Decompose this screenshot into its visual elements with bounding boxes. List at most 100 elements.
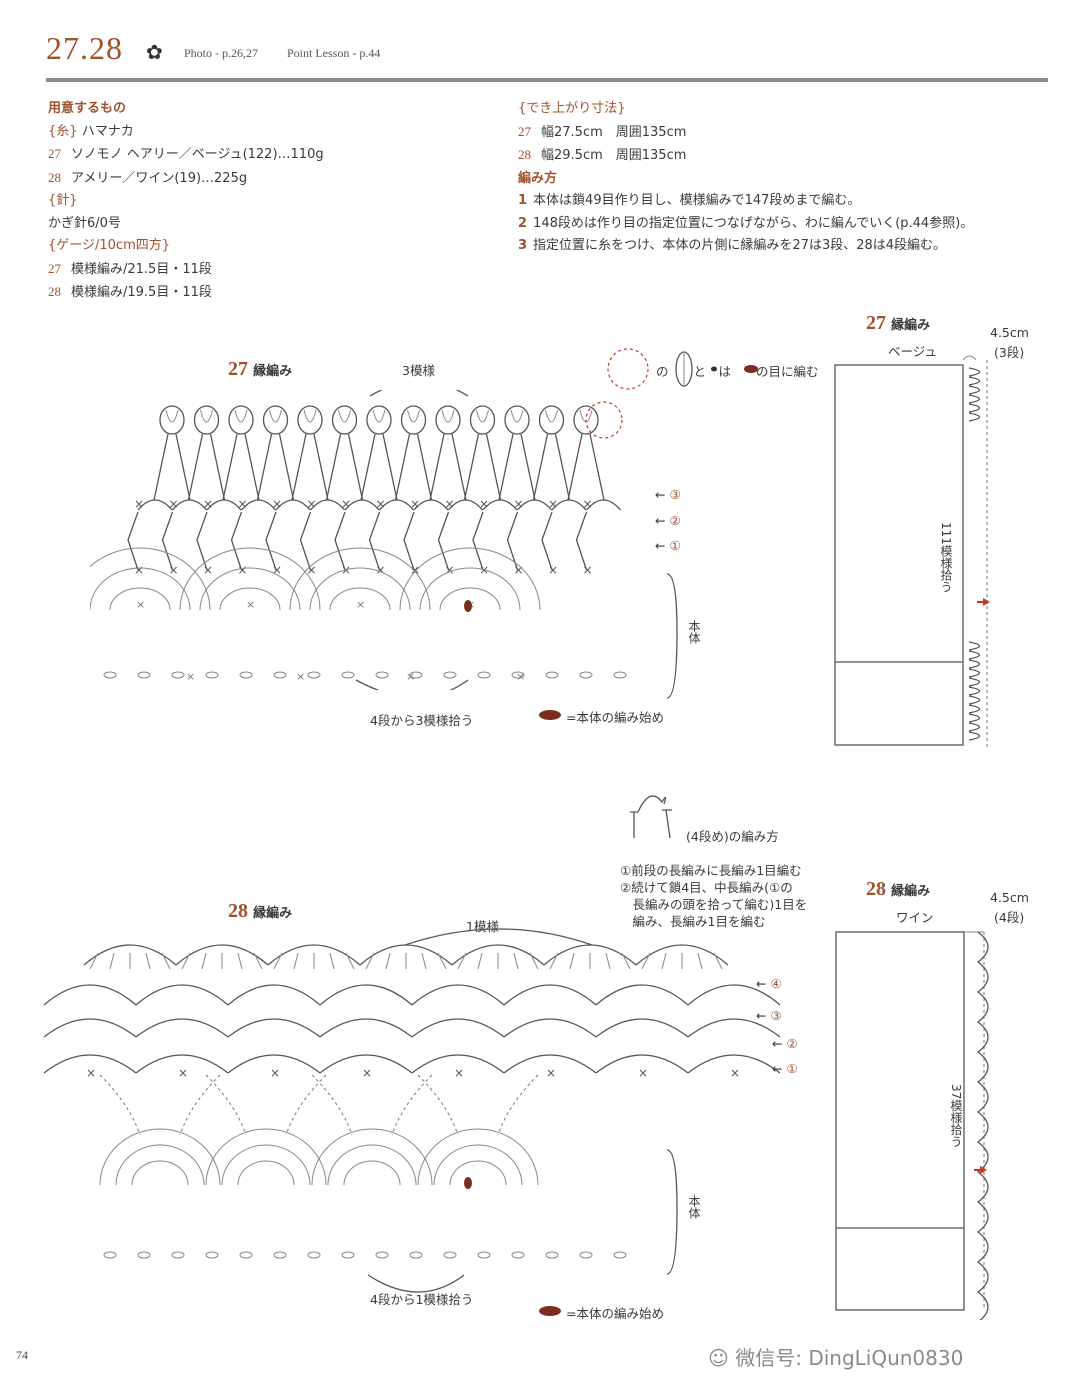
- side27-pickup: 111模様拾う: [939, 522, 953, 593]
- header-rule: [46, 78, 1048, 82]
- chart28-method-icon: [630, 795, 672, 839]
- chart27-legend-graphic: [607, 348, 758, 390]
- photo-ref: Photo - p.26,27: [184, 46, 259, 60]
- materials-heading: 用意するもの: [48, 101, 127, 116]
- svg-text:×: ×: [362, 1066, 372, 1080]
- svg-text:×: ×: [583, 563, 593, 577]
- svg-text:×: ×: [246, 598, 255, 611]
- wechat-icon: ☺: [708, 1346, 729, 1370]
- page-number: 74: [16, 1348, 28, 1362]
- chart28-method-steps: ①前段の長編みに長編み1目編む ②続けて鎖4目、中長編み(①の 長編みの頭を拾っ…: [620, 863, 808, 929]
- side27-rows: (3段): [994, 345, 1025, 360]
- pattern-numbers: 27.28: [46, 30, 123, 66]
- chart28-body-label: 本体: [687, 1195, 701, 1219]
- chart27-repeat-label: 3模様: [402, 363, 435, 378]
- chart27-legend-note: の と は の目に編む: [656, 364, 819, 379]
- svg-text:×: ×: [445, 497, 455, 511]
- chart27-diagram: ×××××××××××××××××××××××××××× ××××××××: [90, 390, 627, 690]
- gauge-heading: {ゲージ/10cm四方}: [48, 238, 171, 253]
- side27-schematic: [834, 355, 990, 750]
- chart28-diagram: × × × × × × × ×: [43, 928, 780, 1293]
- svg-text:×: ×: [178, 1066, 188, 1080]
- chart28-row-2: ← ②: [772, 1036, 798, 1051]
- svg-text:×: ×: [479, 497, 489, 511]
- chart28-start-legend: =本体の編み始め: [566, 1306, 664, 1321]
- svg-text:×: ×: [356, 598, 365, 611]
- svg-text:×: ×: [341, 497, 351, 511]
- chart27-pickup-label: 4段から3模様拾う: [370, 713, 474, 728]
- svg-text:×: ×: [546, 1066, 556, 1080]
- side27-color: ベージュ: [888, 344, 937, 359]
- side28-color: ワイン: [896, 910, 934, 925]
- svg-text:×: ×: [169, 563, 179, 577]
- svg-text:×: ×: [548, 563, 558, 577]
- side27-width: 4.5cm: [990, 325, 1029, 340]
- svg-text:×: ×: [86, 1066, 96, 1080]
- side28-rows: (4段): [994, 910, 1025, 925]
- watermark: ☺ 微信号: DingLiQun0830: [708, 1346, 964, 1370]
- svg-text:×: ×: [548, 497, 558, 511]
- svg-text:×: ×: [516, 670, 525, 683]
- side28-title: 28 縁編み: [866, 878, 931, 900]
- chart27-body-label: 本体: [687, 620, 701, 644]
- svg-text:×: ×: [410, 563, 420, 577]
- chart27-row-1: ← ①: [655, 538, 681, 553]
- svg-text:×: ×: [514, 563, 524, 577]
- chart28-row-1: ← ①: [772, 1061, 798, 1076]
- svg-text:×: ×: [238, 497, 248, 511]
- svg-text:×: ×: [203, 497, 213, 511]
- side28-pickup: 37模様拾う: [949, 1084, 963, 1148]
- svg-text:×: ×: [272, 497, 282, 511]
- svg-text:×: ×: [186, 670, 195, 683]
- side27-title: 27 縁編み: [866, 312, 931, 334]
- chart28-body-bracket: [666, 1149, 678, 1275]
- lesson-ref: Point Lesson - p.44: [287, 46, 381, 60]
- size-heading: {でき上がり寸法}: [518, 101, 626, 116]
- svg-text:×: ×: [136, 598, 145, 611]
- chart28-pickup-label: 4段から1模様拾う: [370, 1292, 474, 1307]
- chart27-row-2: ← ②: [655, 513, 681, 528]
- instructions-heading: 編み方: [518, 170, 558, 186]
- svg-text:×: ×: [238, 563, 248, 577]
- chart27-title: 27 縁編み: [228, 358, 293, 380]
- svg-text:×: ×: [296, 670, 305, 683]
- start-marker-icon: [539, 1306, 561, 1316]
- svg-text:×: ×: [730, 1066, 740, 1080]
- chart28-row-3: ← ③: [756, 1008, 782, 1023]
- svg-text:×: ×: [203, 563, 213, 577]
- svg-text:×: ×: [583, 497, 593, 511]
- chart27-start-legend: =本体の編み始め: [566, 710, 664, 725]
- svg-text:×: ×: [376, 563, 386, 577]
- needle-heading: {針}: [48, 193, 78, 208]
- svg-text:×: ×: [445, 563, 455, 577]
- svg-text:×: ×: [638, 1066, 648, 1080]
- svg-text:×: ×: [270, 1066, 280, 1080]
- needle-value: かぎ針6/0号: [48, 215, 121, 231]
- svg-text:×: ×: [134, 497, 144, 511]
- svg-text:×: ×: [134, 563, 144, 577]
- svg-text:×: ×: [514, 497, 524, 511]
- side28-schematic: [835, 931, 989, 1320]
- chart27-body-bracket: [666, 573, 678, 699]
- svg-text:×: ×: [272, 563, 282, 577]
- chart28-title: 28 縁編み: [228, 900, 293, 922]
- side28-width: 4.5cm: [990, 890, 1029, 905]
- svg-text:×: ×: [454, 1066, 464, 1080]
- svg-text:×: ×: [307, 497, 317, 511]
- chart27-row-3: ← ③: [655, 487, 681, 502]
- chart28-row-4: ← ④: [756, 976, 782, 991]
- yarn-heading: {糸}: [48, 123, 78, 139]
- svg-text:×: ×: [410, 497, 420, 511]
- svg-text:×: ×: [169, 497, 179, 511]
- yarn-brand: ハマナカ: [81, 123, 134, 139]
